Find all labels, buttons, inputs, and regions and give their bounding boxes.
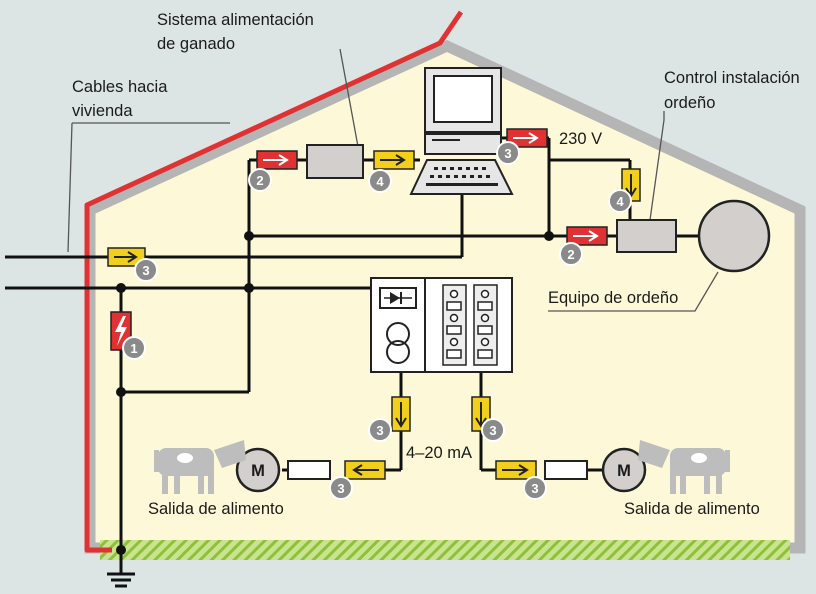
cables-to-house-label-line2: vivienda (72, 102, 133, 120)
surge-protector-yellow-livestock (373, 150, 415, 170)
cables-to-house-label-line1: Cables hacia (72, 78, 168, 96)
surge-protector-red-control (566, 226, 608, 246)
surge-protector-yellow-incoming (107, 247, 146, 267)
motor-left: M (235, 447, 281, 493)
incoming-cables (5, 255, 462, 290)
milking-control-box (616, 219, 677, 253)
number-badge: 3 (481, 418, 505, 442)
surge-protector-red-livestock (256, 150, 298, 170)
cow-icon (638, 440, 730, 494)
voltage-label: 230 V (559, 130, 603, 148)
number-badge: 4 (608, 189, 632, 213)
feed-outlet-right-label: Salida de alimento (624, 500, 760, 518)
livestock-supply-box (306, 144, 364, 179)
svg-text:4: 4 (616, 194, 624, 209)
transformer-icon (386, 322, 410, 364)
wire-junctions (116, 231, 554, 555)
resistor-right (544, 460, 588, 480)
surge-protector-yellow-motor-left (344, 460, 386, 480)
svg-text:2: 2 (256, 173, 263, 188)
svg-text:3: 3 (337, 481, 344, 496)
number-badge: 3 (496, 141, 520, 165)
svg-text:4: 4 (376, 174, 384, 189)
motor-icon (601, 447, 647, 493)
number-badge: 4 (368, 169, 392, 193)
current-loop-label: 4–20 mA (406, 444, 473, 462)
lightning-icon (115, 316, 127, 346)
svg-text:3: 3 (504, 146, 511, 161)
svg-text:3: 3 (376, 423, 383, 438)
resistor-left (287, 460, 331, 480)
motor-label-left: M (251, 462, 265, 480)
cow-icon (154, 440, 246, 494)
number-badge: 1 (122, 336, 146, 360)
surge-protector-yellow-motor-right (495, 460, 537, 480)
motor-label-right: M (617, 462, 631, 480)
svg-text:3: 3 (142, 263, 149, 278)
milking-equipment-unit (697, 199, 771, 273)
number-badge: 3 (134, 258, 158, 282)
motor-icon (235, 447, 281, 493)
svg-text:3: 3 (531, 481, 538, 496)
terminal-modules (442, 284, 498, 366)
number-badge: 3 (329, 476, 353, 500)
milking-equipment-label: Equipo de ordeño (548, 289, 679, 307)
number-badge: 2 (248, 168, 272, 192)
surge-protector-yellow-loop-left (391, 396, 411, 432)
lightning-conductor (84, 10, 464, 553)
svg-text:3: 3 (489, 423, 496, 438)
livestock-supply-label-line2: de ganado (157, 35, 235, 53)
annotation-leaders (67, 48, 719, 312)
feed-outlet-left-label: Salida de alimento (148, 500, 284, 518)
motor-right: M (601, 447, 647, 493)
milking-control-label-line1: Control instalación (664, 69, 800, 87)
ground-symbol-icon (107, 560, 135, 588)
computer-icon (409, 67, 514, 195)
svg-text:2: 2 (567, 247, 574, 262)
surge-protector-red-computer (506, 128, 548, 148)
svg-text:1: 1 (130, 341, 137, 356)
ground-strip (100, 540, 790, 560)
livestock-supply-label-line1: Sistema alimentación (157, 11, 314, 29)
milking-control-label-line2: ordeño (664, 94, 716, 112)
number-badge: 3 (523, 476, 547, 500)
number-badge: 3 (368, 418, 392, 442)
number-badge: 2 (559, 242, 583, 266)
